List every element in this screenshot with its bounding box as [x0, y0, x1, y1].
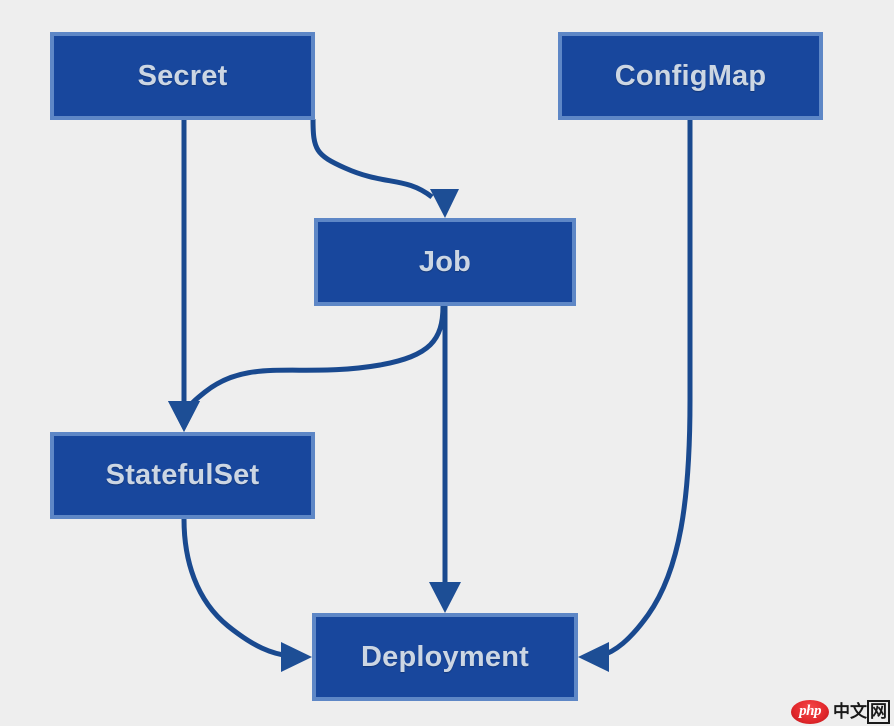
node-job[interactable]: Job [314, 218, 576, 306]
node-deployment-label: Deployment [361, 640, 529, 673]
node-deployment[interactable]: Deployment [312, 613, 578, 701]
node-statefulset-label: StatefulSet [105, 459, 260, 491]
node-secret[interactable]: Secret [50, 32, 315, 120]
edge-configmap-to-deployment [578, 120, 693, 672]
node-statefulset[interactable]: StatefulSet [50, 432, 315, 519]
node-job-label: Job [418, 245, 472, 278]
watermark: php 中文网 [791, 699, 890, 724]
node-configmap-label: ConfigMap [614, 59, 767, 92]
node-configmap[interactable]: ConfigMap [558, 32, 823, 120]
edge-secret-to-job [310, 118, 459, 218]
node-secret-label: Secret [137, 59, 228, 92]
edge-secret-to-statefulset [168, 120, 200, 432]
php-logo-badge: php [791, 700, 829, 724]
edge-job-to-statefulset [168, 305, 446, 432]
watermark-text: 中文网 [833, 699, 890, 724]
edge-job-to-deployment [429, 306, 461, 613]
edge-statefulset-to-deployment [181, 518, 312, 672]
watermark-cn-prefix: 中文 [833, 701, 867, 722]
watermark-cn-boxed: 网 [867, 699, 890, 724]
